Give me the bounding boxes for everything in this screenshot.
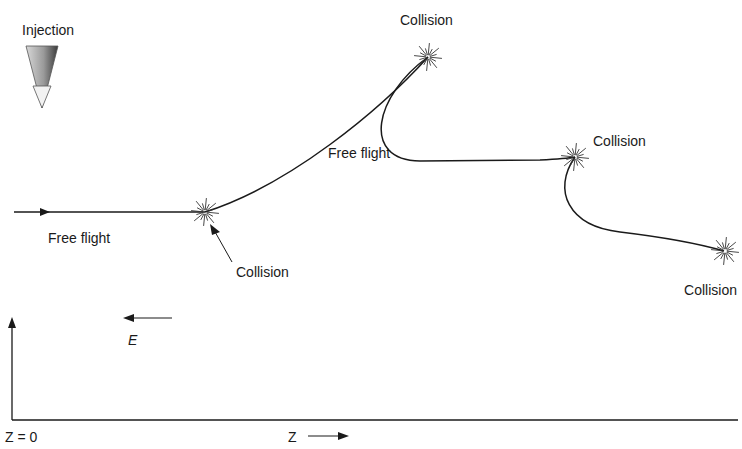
field-label: E — [128, 332, 137, 348]
leader-line — [214, 230, 232, 262]
collision-label: Collision — [684, 282, 737, 298]
collision-burst — [711, 237, 739, 265]
z-direction-arrowhead — [338, 432, 349, 440]
injection-label: Injection — [22, 22, 74, 38]
collision-label: Collision — [593, 133, 646, 149]
collision-label: Collision — [400, 12, 453, 28]
field-arrowhead — [123, 314, 134, 322]
free-flight-label: Free flight — [328, 145, 390, 161]
collision-burst — [414, 43, 442, 71]
injection-arrow — [26, 46, 58, 108]
free-flight-path — [205, 57, 428, 212]
collision-label: Collision — [236, 264, 289, 280]
z-axis — [12, 419, 738, 420]
collision-burst — [561, 143, 589, 171]
z-direction-arrow — [308, 435, 342, 436]
direction-arrowhead — [40, 208, 50, 216]
axis-arrowhead — [8, 317, 16, 328]
field-arrow — [130, 317, 172, 318]
free-flight-path — [381, 57, 575, 161]
injection-arrow-tip — [33, 86, 51, 108]
vertical-axis — [11, 324, 12, 420]
free-flight-label: Free flight — [48, 230, 110, 246]
free-flight-path — [565, 157, 724, 251]
leader-arrowhead — [210, 224, 220, 235]
collision-burst — [191, 198, 219, 226]
axis-label: Z — [288, 429, 297, 445]
origin-label: Z = 0 — [5, 429, 37, 445]
